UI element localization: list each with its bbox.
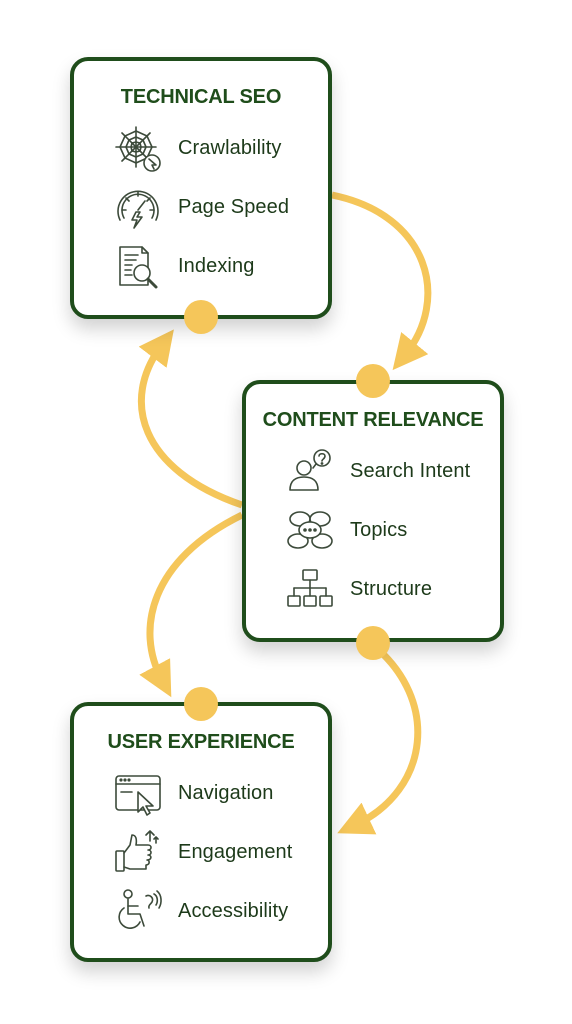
list-item-structure: Structure [246, 560, 500, 619]
browser-cursor-icon [112, 768, 164, 820]
list-item-accessibility: Accessibility [74, 882, 328, 941]
thumbs-up-icon [112, 827, 164, 879]
item-label: Page Speed [178, 196, 290, 218]
card-title: TECHNICAL SEO [120, 86, 282, 108]
connector-dot [356, 626, 390, 660]
arrow-technical-to-content [331, 191, 432, 371]
card-title: CONTENT RELEVANCE [262, 409, 484, 431]
item-label: Topics [350, 519, 408, 541]
technical-seo-card: TECHNICAL SEO Crawlability [70, 57, 332, 319]
item-label: Engagement [178, 841, 293, 863]
item-label: Navigation [178, 782, 274, 804]
arrow-content-to-ux [139, 511, 244, 698]
list-item-indexing: Indexing [74, 237, 328, 296]
connector-dot [356, 364, 390, 398]
item-label: Crawlability [178, 137, 282, 159]
wheelchair-accessibility-icon [112, 886, 164, 938]
spider-web-icon [112, 123, 164, 175]
card-title: USER EXPERIENCE [107, 731, 295, 753]
content-relevance-card: CONTENT RELEVANCE Search Intent [242, 380, 504, 642]
connector-dot [184, 687, 218, 721]
connector-dot [184, 300, 218, 334]
item-label: Accessibility [178, 900, 289, 922]
user-question-icon [284, 446, 336, 498]
list-item-navigation: Navigation [74, 764, 328, 823]
user-experience-card: USER EXPERIENCE Navigation [70, 702, 332, 962]
arrow-content-to-technical [137, 329, 244, 509]
document-search-icon [112, 241, 164, 293]
list-item-topics: Topics [246, 501, 500, 560]
item-label: Search Intent [350, 460, 471, 482]
list-item-engagement: Engagement [74, 823, 328, 882]
speedometer-icon [112, 182, 164, 234]
list-item-search-intent: Search Intent [246, 442, 500, 501]
item-label: Structure [350, 578, 433, 600]
item-label: Indexing [178, 255, 255, 277]
hierarchy-icon [284, 564, 336, 616]
list-item-page-speed: Page Speed [74, 178, 328, 237]
arrow-content-bottom-to-ux [337, 642, 422, 835]
list-item-crawlability: Crawlability [74, 119, 328, 178]
chat-bubbles-icon [284, 505, 336, 557]
